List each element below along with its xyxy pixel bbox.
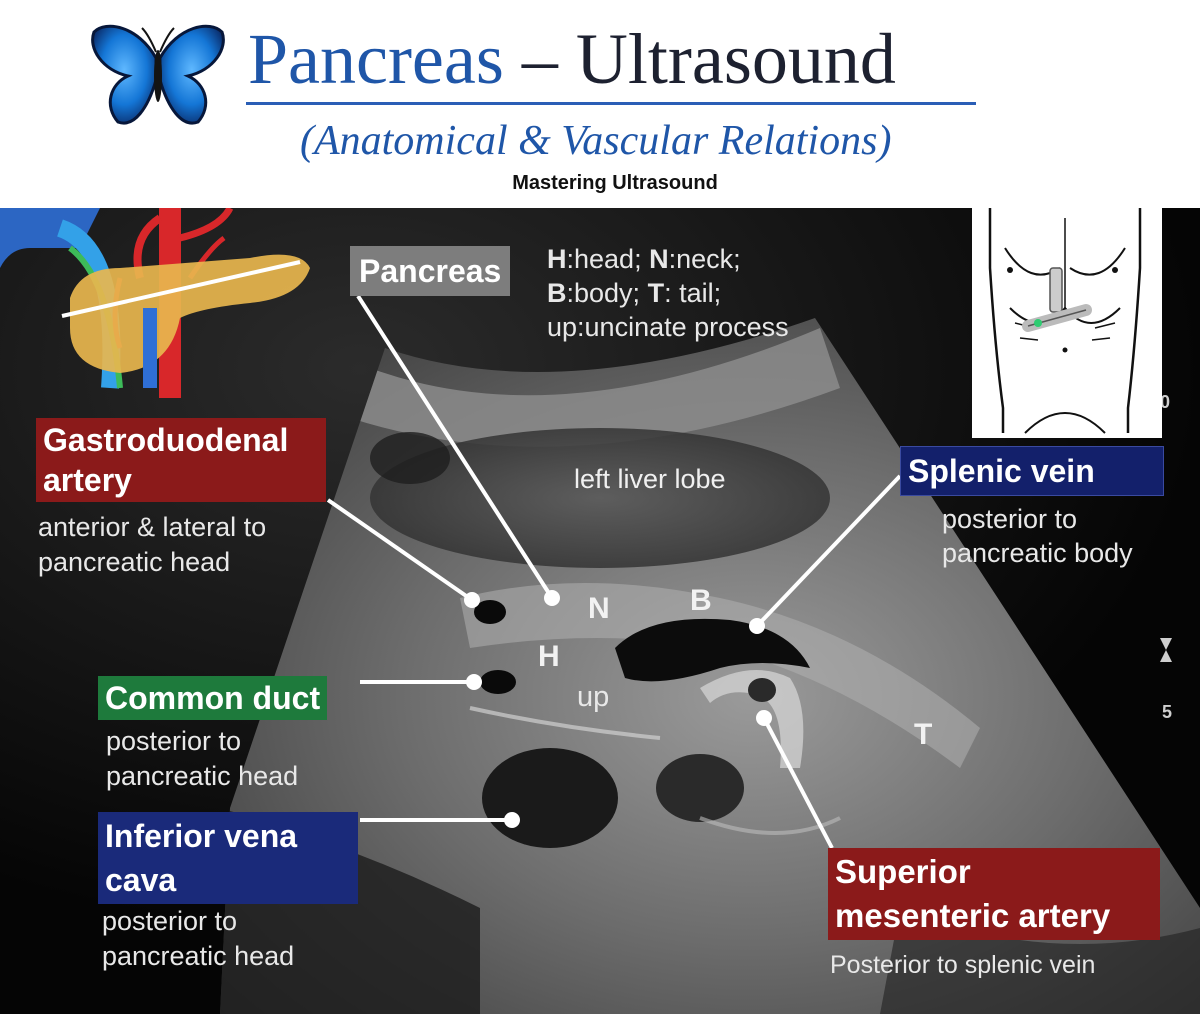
pointer-dot-pancreas [544, 590, 560, 606]
superior-mesenteric-artery-title: Superior mesenteric artery [835, 853, 1111, 934]
common-duct-desc-2: pancreatic head [106, 761, 299, 791]
depth-scale: 0 5 [1160, 392, 1172, 722]
brand-name: Mastering Ultrasound [512, 172, 718, 194]
common-duct-label: Common duct [98, 676, 328, 720]
superior-mesenteric-artery-label: Superior mesenteric artery [828, 848, 1160, 940]
label-T: T [914, 718, 933, 751]
label-B: B [690, 584, 712, 617]
pointer-dot-common-duct [466, 674, 482, 690]
splenic-vein-label: Splenic vein [900, 446, 1164, 496]
svg-text:5: 5 [1162, 702, 1172, 722]
sma-desc-1: Posterior to splenic vein [830, 951, 1096, 979]
pointer-dot-splenic-vein [749, 618, 765, 634]
title-part-ultrasound: Ultrasound [575, 19, 896, 99]
ultrasound-panel: 0 5 [0, 208, 1200, 1014]
label-H: H [538, 640, 560, 673]
ivc-desc-2: pancreatic head [102, 941, 295, 971]
gastroduodenal-artery-title: Gastroduodenal artery [43, 422, 289, 498]
page-title: Pancreas – Ultrasound [248, 14, 988, 104]
pointer-dot-sma [756, 710, 772, 726]
legend-key-t: T [647, 278, 665, 308]
legend-line-1: H:head; N:neck; [547, 242, 741, 276]
pointer-splenic-vein [755, 474, 902, 628]
gastroduodenal-desc-1: anterior & lateral to [38, 512, 267, 542]
pointer-pancreas [356, 294, 554, 600]
butterfly-logo-icon [91, 24, 225, 125]
inferior-vena-cava-title: Inferior vena cava [105, 818, 298, 898]
torso-probe-icon [972, 208, 1162, 438]
legend-val-h: :head; [566, 244, 650, 274]
page-subtitle: (Anatomical & Vascular Relations) [300, 118, 892, 164]
gastroduodenal-artery-label: Gastroduodenal artery [36, 418, 326, 502]
pointer-lines [326, 294, 902, 849]
pointer-dot-ivc [504, 812, 520, 828]
pointer-dot-gastroduodenal [464, 592, 480, 608]
header: Pancreas – Ultrasound (Anatomical & Vasc… [0, 0, 1200, 208]
splenic-vein-desc-2: pancreatic body [942, 538, 1133, 568]
legend-val-n: :neck; [668, 244, 741, 274]
pointer-gastroduodenal [326, 498, 474, 602]
common-duct-desc-1: posterior to [106, 726, 242, 756]
legend-line-2: B:body; T: tail; [547, 276, 721, 310]
left-liver-lobe-label: left liver lobe [574, 464, 726, 494]
title-underline [246, 102, 976, 105]
label-N: N [588, 592, 610, 625]
inferior-vena-cava-label: Inferior vena cava [98, 812, 358, 904]
legend-val-t: : tail; [664, 278, 722, 308]
legend-key-h: H [547, 244, 567, 274]
label-up: up [577, 681, 610, 713]
pancreas-label: Pancreas [350, 246, 511, 296]
legend-key-n: N [649, 244, 669, 274]
title-part-pancreas: Pancreas [248, 19, 504, 99]
legend-line-3: up:uncinate process [547, 312, 789, 342]
pancreas-anatomy-icon [0, 208, 310, 398]
legend-val-b: :body; [566, 278, 648, 308]
pointer-sma [762, 717, 834, 849]
splenic-vein-desc-1: posterior to [942, 504, 1078, 534]
legend-key-b: B [547, 278, 567, 308]
gastroduodenal-desc-2: pancreatic head [38, 547, 231, 577]
ivc-desc-1: posterior to [102, 906, 238, 936]
svg-text:0: 0 [1160, 392, 1170, 412]
title-dash: – [503, 19, 576, 99]
